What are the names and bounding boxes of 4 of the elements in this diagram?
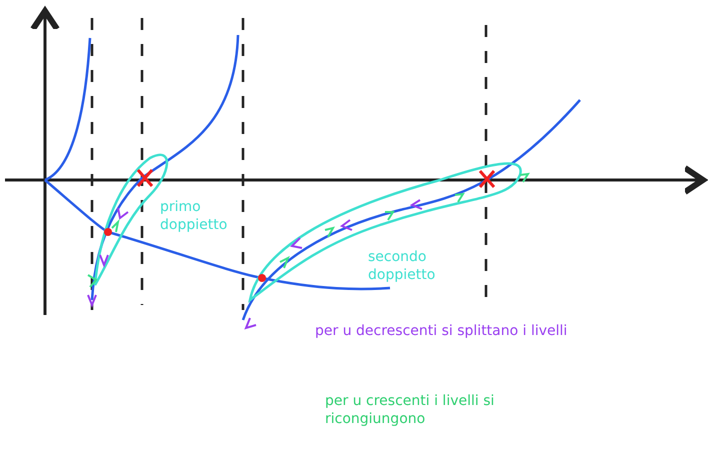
annotation-text: secondo doppietto [368,248,436,284]
note-text: per u decrescenti si splittano i livelli [315,322,568,340]
note-text: per u crescenti i livelli si ricongiungono [325,392,496,428]
annotation-text: primo doppietto [160,198,228,234]
